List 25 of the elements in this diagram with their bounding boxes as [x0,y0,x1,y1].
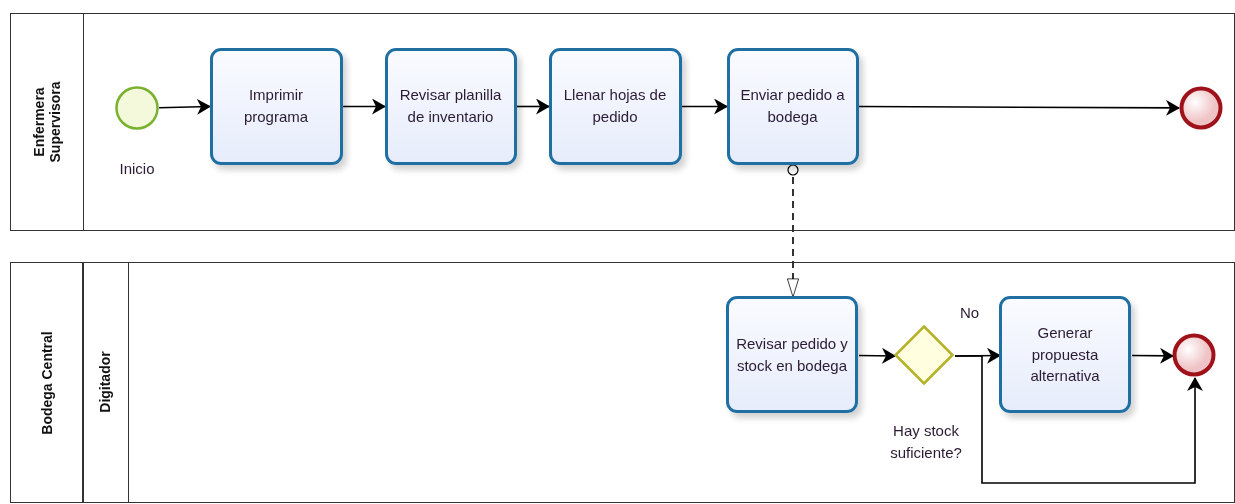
task-box: Llenar hojas de pedido [548,47,682,165]
message-flow-arrow [787,164,799,298]
lane-label: Bodega Central [39,329,55,437]
sequence-flow-arrow [516,98,550,115]
lane-label: Digitador [97,350,113,415]
sequence-flow-arrow [954,355,1203,484]
sequence-flow-arrow [342,98,386,115]
event-label: Inicio [118,159,156,179]
event-label: Hay stock suficiente? [889,421,963,463]
sequence-flow-arrow [858,347,896,364]
sequence-flow-arrow [681,98,728,115]
sequence-flow-arrow [158,98,211,115]
task-box: Revisar pedido y stock en bodega [726,296,858,413]
task-box: Enviar pedido a bodega [726,47,859,165]
sequence-flow-arrow [858,99,1180,116]
task-box: Generar propuesta alternativa [999,296,1131,413]
task-box: Imprimir programa [209,47,343,165]
lane-label: Enfermera Supervisora [31,80,63,165]
swimlane-pool [10,13,1235,231]
start-event-circle [114,85,159,130]
task-box: Revisar planilla de inventario [384,47,517,165]
gateway-diamond [894,325,954,385]
end-event-circle [1178,85,1223,130]
end-event-circle [1172,333,1216,377]
sequence-flow-arrow [1131,347,1174,364]
